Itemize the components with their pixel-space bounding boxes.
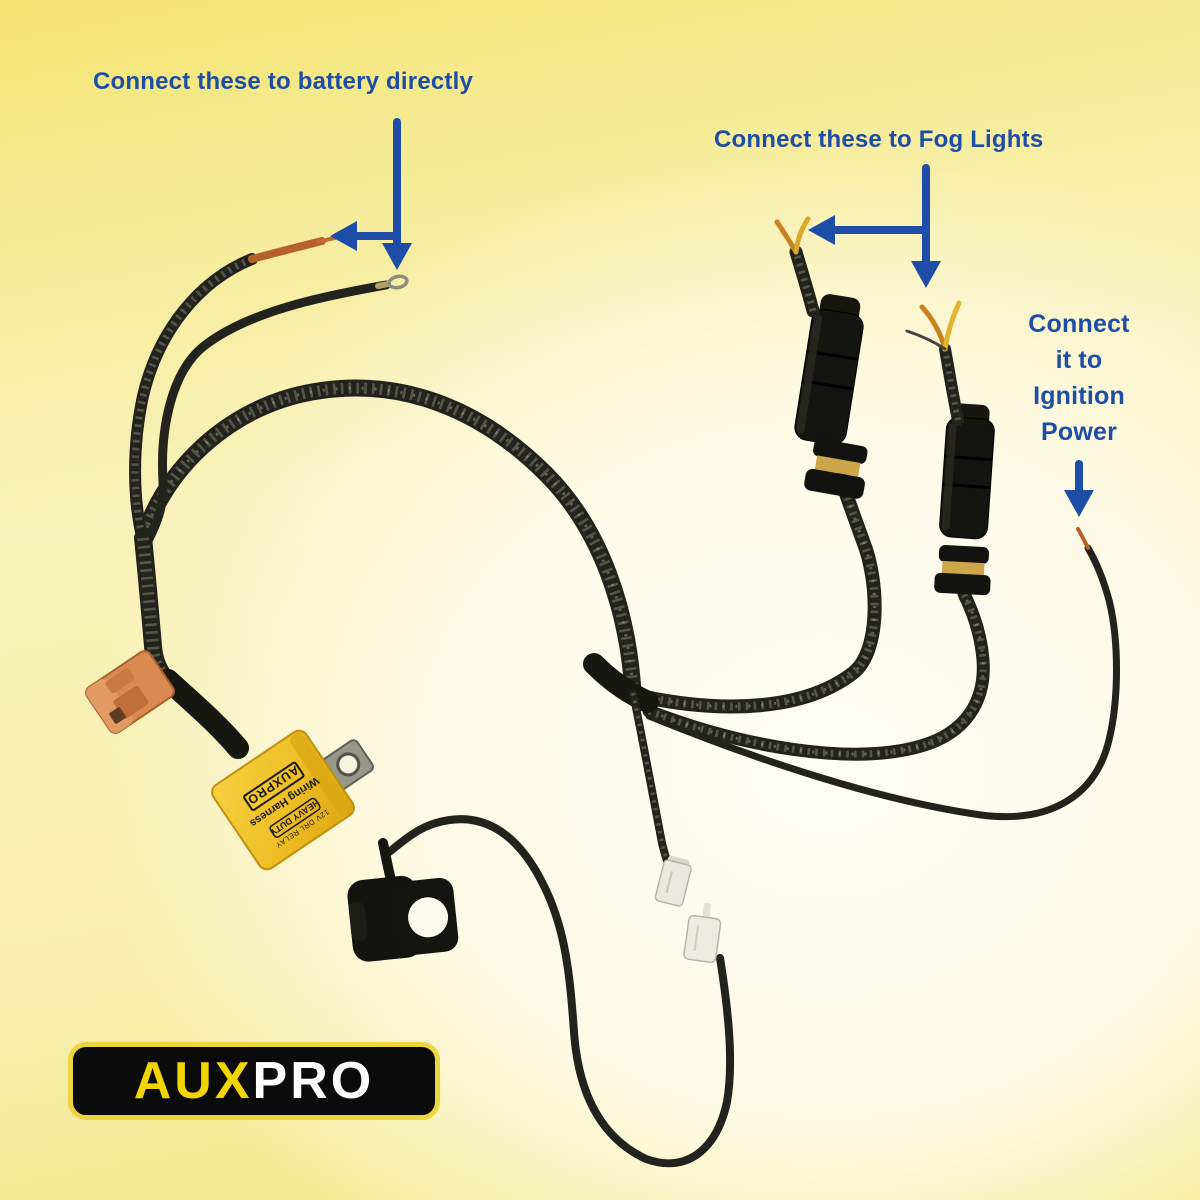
ring-terminal [387,274,409,290]
white-connector-female [654,855,692,907]
ignition-power-wire [645,527,1120,821]
wire-ferrule [375,281,391,289]
logo-text-pro: PRO [252,1052,375,1110]
battery-annotation-text: Connect these to battery directly [93,68,474,95]
battery-ground-wire [144,274,409,544]
copper-wire-tip [1076,527,1090,550]
drl-relay-module: 12V DRL RELAY HEAVY DUTY Wiring Harness … [211,729,374,871]
switch-mount-bracket [347,875,459,962]
exposed-wire [793,216,811,255]
battery-arrow-icon [330,118,412,270]
relay-mounting-hole [336,752,361,777]
ignition-annotation-text: Connect it to Ignition Power [998,306,1160,450]
relay-orange-connector [85,650,175,734]
connector-clip-band [934,545,991,596]
white-connector-male [683,903,722,964]
ignition-annotation-line: Ignition [1033,382,1125,410]
fog-lights-annotation-text: Connect these to Fog Lights [714,126,1044,153]
ignition-arrow-icon [1064,460,1094,517]
harness-trunk [143,538,249,759]
relay-boot [157,669,249,759]
fog-light-connector-1 [774,216,868,499]
connector-clip-band [804,438,868,499]
fog-light-connector-2 [905,300,995,596]
ignition-annotation-line: Power [1040,418,1118,446]
logo-text-aux: AUX [133,1052,253,1110]
exposed-wire [905,329,947,351]
ignition-annotation-line: Connect [1028,310,1130,338]
harness-junction-wrap [583,653,659,713]
bracket-hole [408,897,449,938]
exposed-wire [942,300,962,352]
fog-lights-arrow-icon [808,164,941,288]
ignition-annotation-line: it to [1055,346,1103,374]
